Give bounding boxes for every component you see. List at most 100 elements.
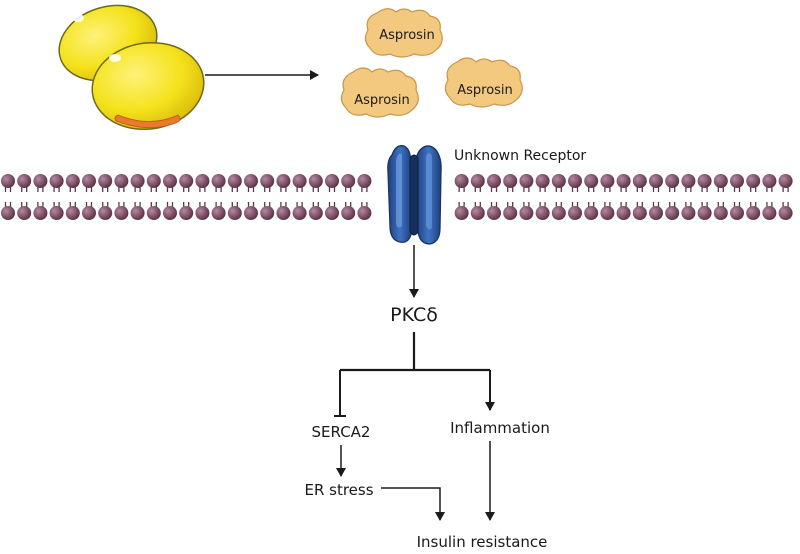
receptor-label: Unknown Receptor <box>454 148 586 164</box>
lipid-head <box>632 206 647 220</box>
lipid-head <box>341 174 356 188</box>
lipid-head <box>17 206 32 220</box>
lipid-head <box>98 174 113 188</box>
lipid-head <box>163 174 177 188</box>
lipid-head <box>82 174 96 188</box>
asprosin-blob-3 <box>444 57 523 108</box>
lipid-head <box>665 206 680 220</box>
lipid-head <box>130 206 145 220</box>
lipid-head <box>519 206 534 220</box>
lipid-head <box>33 174 48 188</box>
asprosin-blob-1 <box>364 8 443 58</box>
lipid-head <box>341 206 356 220</box>
lipid-head <box>681 206 696 220</box>
asprosin-label-2: Asprosin <box>354 93 410 108</box>
lipid-head <box>276 174 291 188</box>
lipid-head <box>568 174 582 188</box>
adipocyte-highlight-2 <box>109 54 121 62</box>
lipid-head <box>146 174 161 188</box>
lipid-head <box>163 206 177 220</box>
lipid-head <box>357 174 372 188</box>
lipid-head <box>681 174 696 188</box>
asprosin-label-3: Asprosin <box>457 83 513 98</box>
asprosin-protein-3: Asprosin <box>444 57 523 108</box>
lipid-head <box>325 206 339 220</box>
er-to-insulin-arrow <box>381 487 445 521</box>
lipid-head <box>1 206 15 220</box>
lipid-head <box>665 174 680 188</box>
lipid-head <box>292 174 307 188</box>
adipocyte-nucleus <box>114 114 181 129</box>
lipid-head <box>778 174 793 188</box>
lipid-head <box>260 206 275 220</box>
lipid-head <box>730 206 744 220</box>
adipocyte-group <box>58 4 205 131</box>
inflammation-label: Inflammation <box>450 419 550 437</box>
lipid-head <box>260 174 275 188</box>
lipid-head <box>551 206 566 220</box>
lipid-head <box>632 174 647 188</box>
lipid-head <box>292 206 307 220</box>
lipid-head <box>600 174 615 188</box>
lipid-head <box>49 206 64 220</box>
asprosin-blob-2 <box>340 67 419 118</box>
asprosin-label-1: Asprosin <box>379 28 435 43</box>
lipid-head <box>308 206 323 220</box>
lipid-head <box>649 206 663 220</box>
receptor-highlight <box>396 153 402 228</box>
lipid-head <box>65 174 80 188</box>
lipid-head <box>454 206 469 220</box>
lipid-head <box>713 206 728 220</box>
lipid-head <box>503 206 518 220</box>
lipid-head <box>600 206 615 220</box>
asprosin-protein-1: Asprosin <box>364 8 443 58</box>
lipid-head <box>114 206 129 220</box>
lipid-head <box>762 206 777 220</box>
lipid-head <box>357 206 372 220</box>
receptor-channel <box>409 154 419 236</box>
lipid-head <box>227 206 242 220</box>
lipid-head <box>616 206 631 220</box>
lipid-head <box>82 206 96 220</box>
lipid-head <box>568 206 582 220</box>
lipid-head <box>276 206 291 220</box>
lipid-head <box>778 206 793 220</box>
lipid-head <box>325 174 339 188</box>
lipid-head <box>130 174 145 188</box>
lipid-head <box>713 174 728 188</box>
lipid-head <box>535 206 550 220</box>
adipocyte-highlight <box>72 14 84 22</box>
lipid-head <box>746 206 761 220</box>
lipid-head <box>1 174 15 188</box>
lipid-head <box>227 174 242 188</box>
lipid-head <box>195 206 210 220</box>
lipid-head <box>454 174 469 188</box>
pkc-delta-label: PKCδ <box>390 304 438 326</box>
lipid-head <box>746 174 761 188</box>
lipid-head <box>649 174 663 188</box>
lipid-head <box>503 174 518 188</box>
lipid-head <box>584 206 599 220</box>
lipid-head <box>535 174 550 188</box>
asprosin-protein-2: Asprosin <box>340 67 419 118</box>
lipid-head <box>244 174 258 188</box>
insulin-resistance-label: Insulin resistance <box>417 533 548 549</box>
lipid-head <box>308 174 323 188</box>
lipid-head <box>762 174 777 188</box>
receptor <box>387 145 442 245</box>
lipid-head <box>211 174 226 188</box>
lipid-head <box>17 174 32 188</box>
lipid-head <box>551 174 566 188</box>
lipid-head <box>730 174 744 188</box>
lipid-head <box>146 206 161 220</box>
lipid-head <box>179 174 194 188</box>
lipid-head <box>519 174 534 188</box>
lipid-head <box>487 174 501 188</box>
serca2-label: SERCA2 <box>312 423 371 441</box>
lipid-head <box>487 206 501 220</box>
lipid-head <box>98 206 113 220</box>
lipid-head <box>211 206 226 220</box>
lipid-head <box>470 206 485 220</box>
